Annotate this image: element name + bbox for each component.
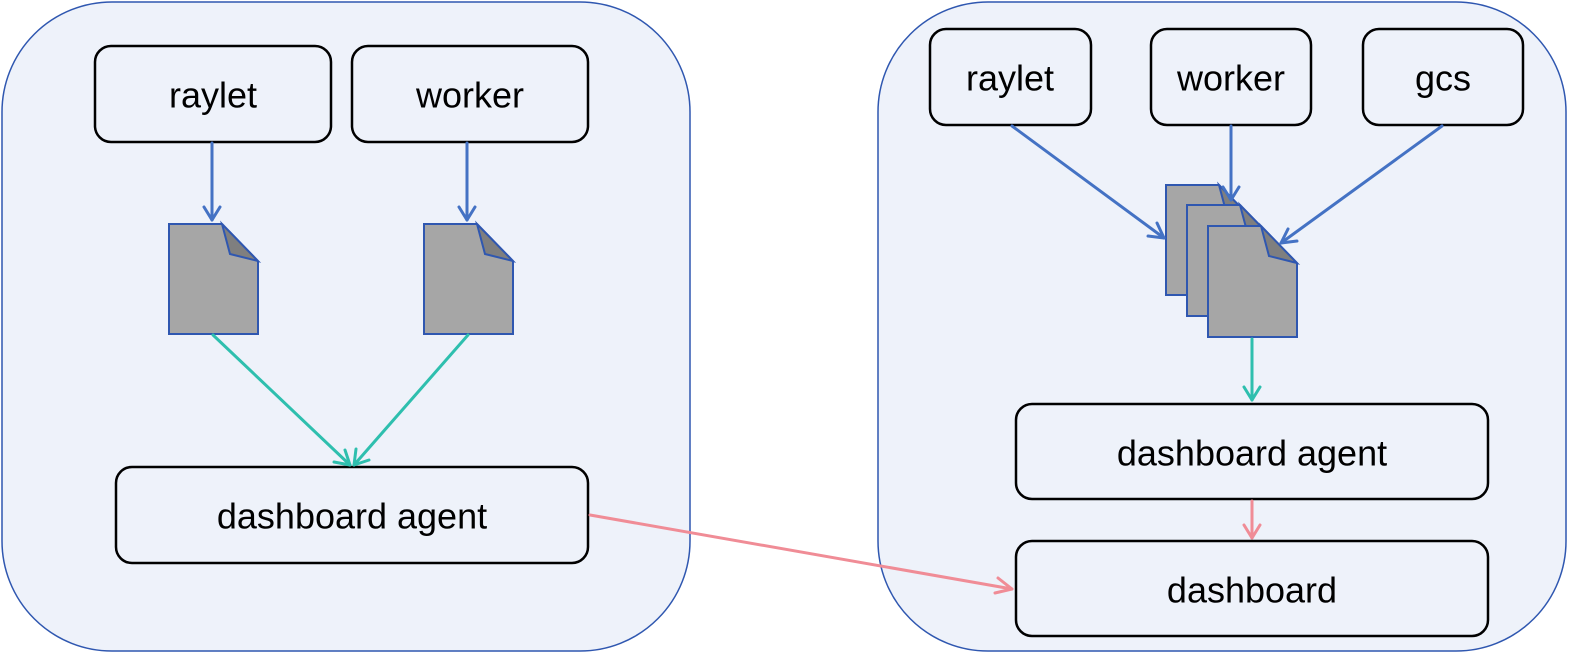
right-agent-box[interactable]: dashboard agent: [1014, 402, 1490, 501]
right-dashboard-box[interactable]: dashboard: [1014, 539, 1490, 638]
left-raylet-box[interactable]: raylet: [93, 44, 333, 144]
right-worker-box[interactable]: worker: [1149, 27, 1313, 127]
right-dashboard-label: dashboard: [1167, 570, 1337, 611]
file-icon: [1207, 222, 1301, 338]
right-agent-label: dashboard agent: [1117, 433, 1387, 474]
left-raylet-label: raylet: [169, 75, 257, 116]
left-agent-read-arrow-2: [352, 333, 470, 467]
left-agent-report-arrow: [588, 513, 1014, 595]
right-gcs-label: gcs: [1415, 58, 1471, 99]
right-worker-write-arrow: [1221, 124, 1241, 202]
left-node: raylet worker dashboard agent: [1, 1, 691, 652]
left-agent-box[interactable]: dashboard agent: [114, 465, 590, 565]
right-raylet-label: raylet: [966, 58, 1054, 99]
right-worker-label: worker: [1176, 58, 1285, 99]
left-worker-write-arrow: [457, 141, 477, 222]
left-raylet-write-arrow: [202, 141, 222, 222]
right-raylet-box[interactable]: raylet: [928, 27, 1093, 127]
right-raylet-write-arrow: [1010, 124, 1166, 240]
right-node: raylet worker gcs dashboard agent: [877, 1, 1567, 652]
left-worker-box[interactable]: worker: [350, 44, 590, 144]
left-agent-label: dashboard agent: [217, 496, 487, 537]
left-agent-read-arrow-1: [211, 333, 352, 467]
left-worker-label: worker: [415, 75, 524, 116]
right-gcs-write-arrow: [1279, 124, 1444, 245]
right-agent-read-arrow: [1242, 337, 1262, 402]
file-icon: [423, 220, 517, 335]
right-gcs-box[interactable]: gcs: [1361, 27, 1525, 127]
file-icon: [168, 220, 262, 335]
right-agent-report-arrow: [1242, 499, 1262, 540]
